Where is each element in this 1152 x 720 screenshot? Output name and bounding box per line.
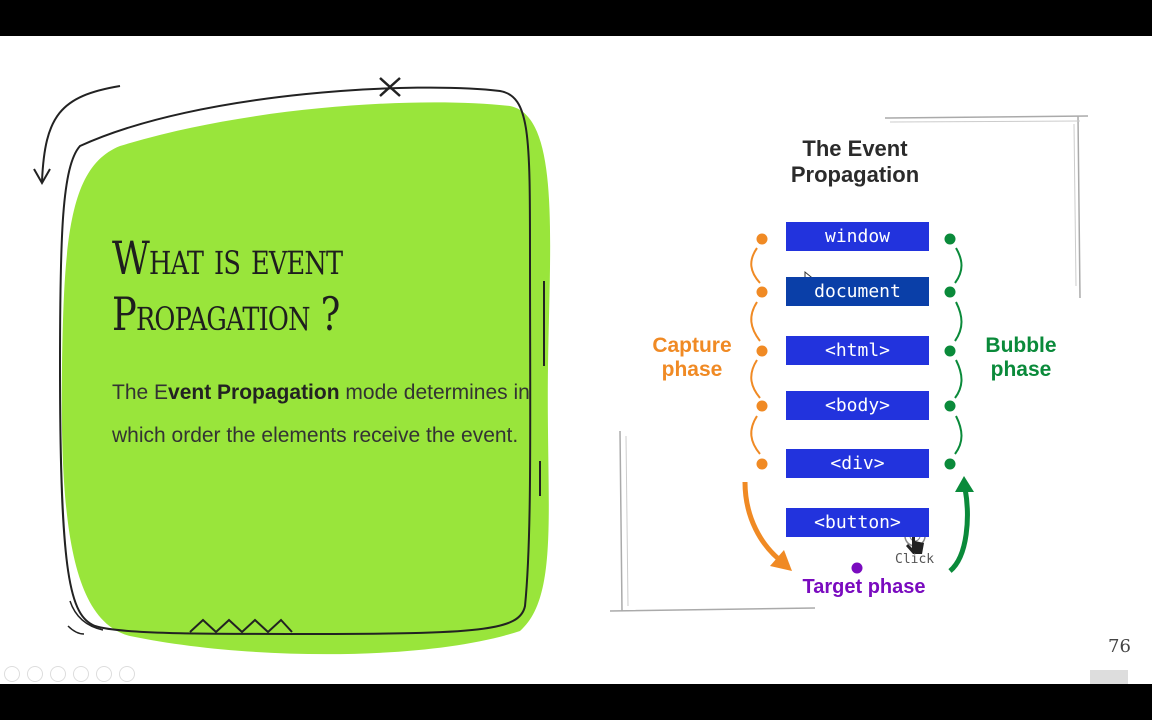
green-blob-shape bbox=[61, 102, 551, 655]
target-phase-label: Target phase bbox=[802, 576, 926, 598]
presentation-slide: What is event Propagation ? The Event Pr… bbox=[0, 36, 1152, 684]
slides-grid-icon[interactable] bbox=[73, 666, 89, 682]
slideshow-toolbar bbox=[4, 666, 135, 682]
top-letterbox bbox=[0, 0, 1152, 36]
click-label: Click bbox=[895, 552, 935, 567]
bubble-arrowhead bbox=[955, 476, 974, 492]
capture-label-line-1: Capture bbox=[652, 334, 732, 357]
body-post: mode determines in which order the eleme… bbox=[112, 381, 530, 447]
frame-outline bbox=[58, 86, 532, 636]
slide-title: What is event Propagation ? bbox=[112, 230, 432, 342]
sketch-frame-right bbox=[609, 115, 1089, 612]
capture-arrowhead bbox=[770, 550, 792, 571]
bottom-left-swoosh bbox=[67, 600, 104, 635]
bubble-arrows bbox=[954, 247, 963, 455]
capture-dots bbox=[756, 233, 768, 470]
diagram-title-line-1: The Event bbox=[802, 136, 908, 161]
diagram-title: The Event Propagation bbox=[760, 136, 950, 188]
channel-logo-badge bbox=[1090, 670, 1128, 684]
bubble-big-arrow bbox=[948, 487, 970, 573]
capture-label-line-2: phase bbox=[661, 358, 723, 381]
bottom-letterbox bbox=[0, 684, 1152, 720]
zoom-icon[interactable] bbox=[96, 666, 112, 682]
bubble-phase-label: Bubble phase bbox=[968, 334, 1074, 382]
pen-icon[interactable] bbox=[50, 666, 66, 682]
prev-slide-icon[interactable] bbox=[4, 666, 20, 682]
curved-arrow-left bbox=[41, 85, 121, 182]
zigzag-mark bbox=[189, 618, 293, 634]
node-window: window bbox=[786, 222, 929, 251]
sketch-frame-right-2 bbox=[625, 120, 1081, 607]
bubble-label-line-1: Bubble bbox=[985, 334, 1057, 357]
next-slide-icon[interactable] bbox=[27, 666, 43, 682]
node-body: <body> bbox=[786, 391, 929, 420]
title-line-2: Propagation ? bbox=[112, 287, 340, 341]
body-pre: The E bbox=[112, 381, 169, 404]
capture-arrows bbox=[750, 247, 761, 455]
bubble-label-line-2: phase bbox=[990, 358, 1052, 381]
node-html: <html> bbox=[786, 336, 929, 365]
slide-body-text: The Event Propagation mode determines in… bbox=[112, 371, 532, 457]
body-bold: vent Propagation bbox=[168, 381, 340, 404]
node-div: <div> bbox=[786, 449, 929, 478]
node-document: document bbox=[786, 277, 929, 306]
arrowhead-left bbox=[33, 168, 51, 186]
capture-big-arrow bbox=[742, 481, 787, 567]
bubble-dots bbox=[944, 233, 956, 470]
more-options-icon[interactable] bbox=[119, 666, 135, 682]
page-number: 76 bbox=[1108, 636, 1131, 657]
title-line-1: What is event bbox=[112, 231, 343, 285]
target-dot bbox=[851, 562, 863, 574]
diagram-title-line-2: Propagation bbox=[790, 162, 920, 187]
slide-decorations bbox=[33, 77, 1089, 655]
x-mark bbox=[379, 77, 401, 97]
node-button: <button> bbox=[786, 508, 929, 537]
capture-phase-label: Capture phase bbox=[634, 334, 750, 382]
